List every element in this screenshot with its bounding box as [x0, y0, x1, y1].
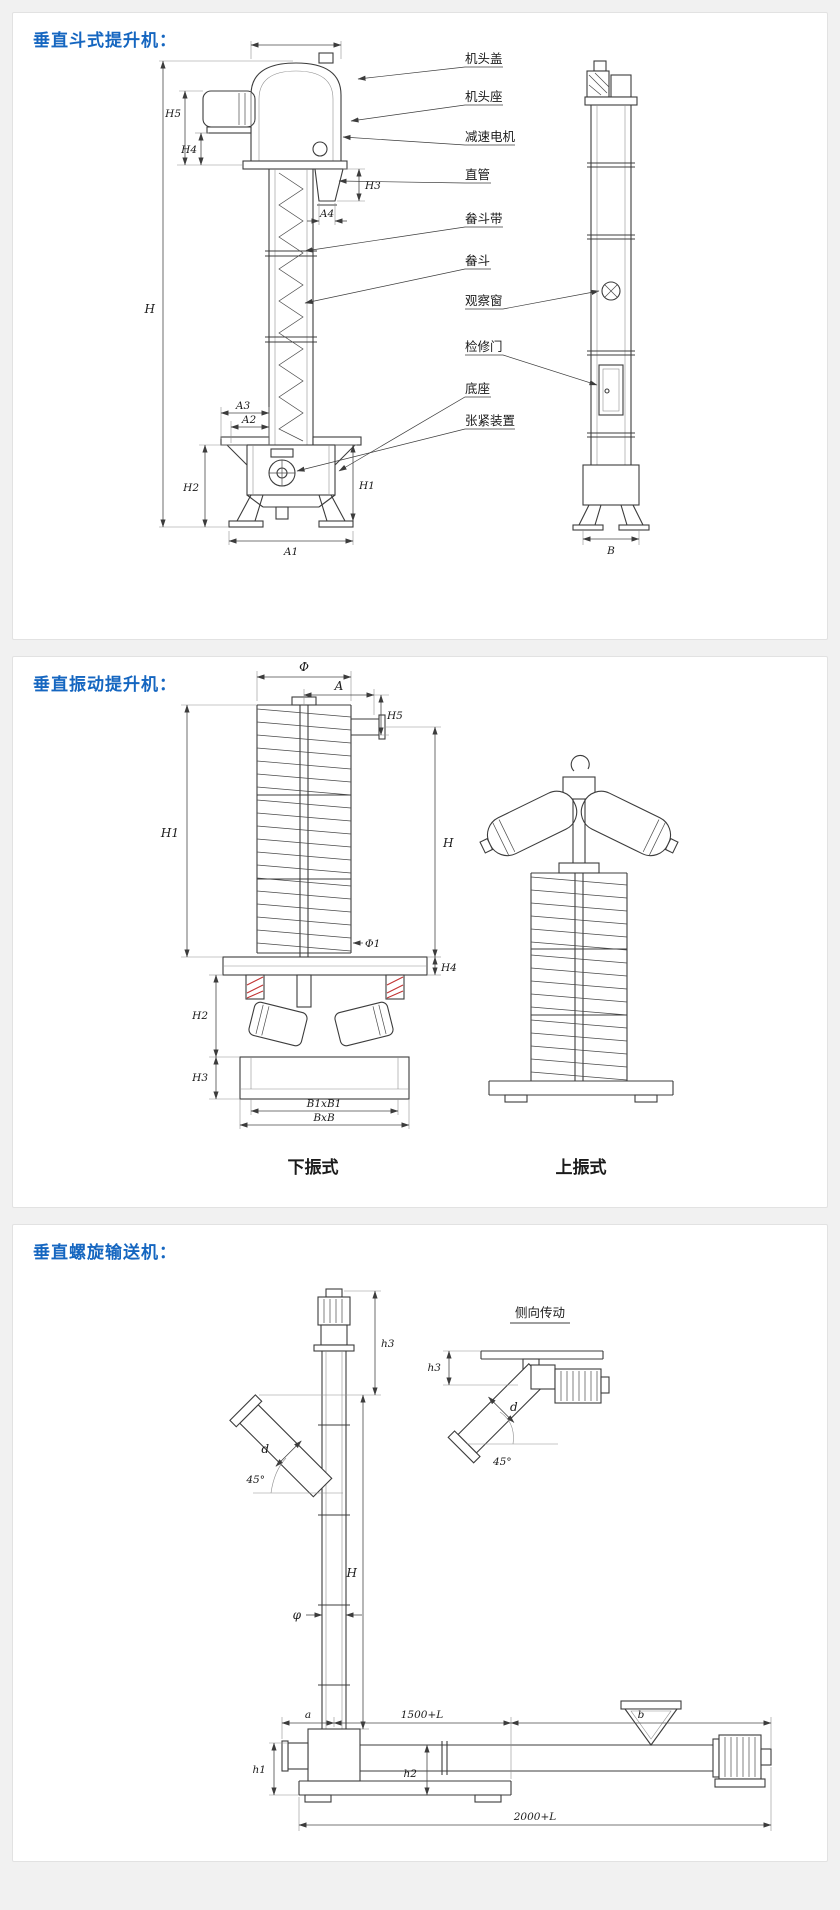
label-head-cover: 机头盖: [465, 51, 503, 66]
dim-phi-s: φ: [293, 1608, 302, 1622]
label-gear-motor: 减速电机: [465, 129, 516, 144]
feed-chute: [229, 1394, 333, 1498]
main-view: d 45° φ h3 H: [229, 1288, 772, 1831]
dim-H1: H1: [358, 480, 375, 492]
side-motor: [530, 1364, 610, 1404]
dim-H2: H2: [182, 482, 199, 494]
vibration-elevator-card: 垂直振动提升机：: [12, 656, 828, 1208]
up-left-motor: [479, 790, 578, 857]
label-head-seat: 机头座: [465, 89, 503, 104]
down-type-dimensions: Φ A H5 H1 H: [160, 660, 457, 1129]
discharge-spout: [314, 168, 344, 202]
dim-A1: A1: [283, 546, 298, 558]
base-boot: [220, 436, 362, 528]
dim-H5: H5: [164, 108, 181, 120]
page: 垂直斗式提升机：: [12, 12, 828, 1862]
vibration-elevator-title: 垂直振动提升机：: [33, 675, 177, 695]
dim-2000L: 2000+L: [513, 1811, 557, 1823]
dim-B1xB1: B1xB1: [306, 1098, 342, 1110]
caption-down-type: 下振式: [288, 1157, 339, 1178]
top-outlet: [378, 714, 386, 740]
dim-a: a: [305, 1709, 311, 1721]
part-labels: 机头盖 机头座 减速电机 直管 畚斗带 畚斗 观察窗 检修门 底座 张紧装置: [296, 51, 600, 472]
right-vibration-motor: [334, 1001, 394, 1047]
dim-h2: h2: [404, 1768, 418, 1780]
dim-H1v: H1: [160, 826, 179, 840]
spiral-column: [256, 704, 352, 957]
dim-d-side: d: [510, 1400, 518, 1414]
dim-1500L: 1500+L: [401, 1709, 444, 1721]
head-vent: [318, 52, 334, 64]
up-spiral-column: [530, 872, 628, 1082]
observation-window: [601, 281, 621, 301]
dim-phi: Φ: [299, 660, 309, 674]
label-access-door: 检修门: [465, 339, 503, 354]
dim-h3-main: h3: [381, 1338, 395, 1350]
dim-H4: H4: [180, 144, 197, 156]
lifting-hook: [570, 754, 590, 772]
gear-motor: [202, 90, 256, 134]
dim-H3: H3: [364, 180, 381, 192]
side-view: B: [572, 60, 650, 557]
dim-Hv: H: [442, 836, 454, 850]
top-motor: [313, 1288, 355, 1352]
front-dimensions: H H5 H4 H3 A4: [144, 41, 381, 558]
dim-B: B: [606, 545, 615, 557]
column: [265, 169, 317, 445]
dim-angle: 45°: [245, 1474, 265, 1486]
dim-h3-side: h3: [428, 1362, 442, 1374]
bottom-conveyor: [281, 1700, 772, 1803]
dim-A2: A2: [241, 414, 257, 426]
screw-conveyor-drawing: d 45° φ h3 H: [229, 1288, 772, 1831]
side-drive-view: 侧向传动 d 45°: [428, 1305, 610, 1468]
label-base: 底座: [465, 381, 490, 396]
bottom-dimensions: a 1500+L b h1 h2 2000+L: [253, 1709, 772, 1831]
tension-device: [268, 448, 296, 487]
bucket-elevator-card: 垂直斗式提升机：: [12, 12, 828, 640]
dim-H2v: H2: [191, 1010, 208, 1022]
up-type-view: 上振式: [479, 754, 679, 1178]
screw-conveyor-card: 垂直螺旋输送机：: [12, 1224, 828, 1862]
dim-H3v: H3: [191, 1072, 208, 1084]
dim-angle-side: 45°: [492, 1456, 512, 1468]
dim-A4: A4: [319, 208, 334, 220]
dim-H5v: H5: [386, 710, 403, 722]
label-straight-pipe: 直管: [465, 167, 490, 182]
bucket-elevator-title: 垂直斗式提升机：: [33, 31, 177, 51]
label-observation-window: 观察窗: [465, 293, 503, 308]
drive-motor: [714, 1734, 772, 1788]
base-box: [239, 1056, 410, 1100]
dim-b: b: [638, 1709, 645, 1721]
front-view: H H5 H4 H3 A4: [144, 41, 381, 558]
dim-phi1: Φ1: [365, 938, 380, 950]
vertical-pipe: [318, 1351, 350, 1729]
dim-d: d: [261, 1442, 269, 1456]
down-type-view: Φ A H5 H1 H: [160, 660, 457, 1178]
bucket-elevator-drawing: H H5 H4 H3 A4: [144, 41, 650, 558]
dim-BxB: BxB: [312, 1112, 335, 1124]
left-vibration-motor: [248, 1001, 308, 1047]
dim-A3: A3: [235, 400, 251, 412]
label-bucket: 畚斗: [465, 253, 490, 268]
up-right-motor: [580, 790, 679, 857]
side-drive-label: 侧向传动: [515, 1305, 565, 1320]
bucket-belt: [278, 172, 304, 442]
dim-H: H: [144, 302, 156, 316]
dim-A: A: [334, 679, 344, 693]
head-plug: [312, 141, 328, 157]
vibration-elevator-drawing: Φ A H5 H1 H: [160, 660, 679, 1178]
caption-up-type: 上振式: [556, 1157, 607, 1178]
side-top-motor: [584, 60, 638, 106]
label-bucket-belt: 畚斗带: [465, 211, 503, 226]
access-door: [598, 364, 624, 416]
dim-h1: h1: [253, 1764, 266, 1776]
vibration-isolators: [245, 974, 405, 1000]
dim-H-s: H: [346, 1566, 358, 1580]
label-tension-device: 张紧装置: [465, 413, 515, 428]
screw-conveyor-title: 垂直螺旋输送机：: [33, 1243, 177, 1263]
dim-H4v: H4: [440, 962, 457, 974]
